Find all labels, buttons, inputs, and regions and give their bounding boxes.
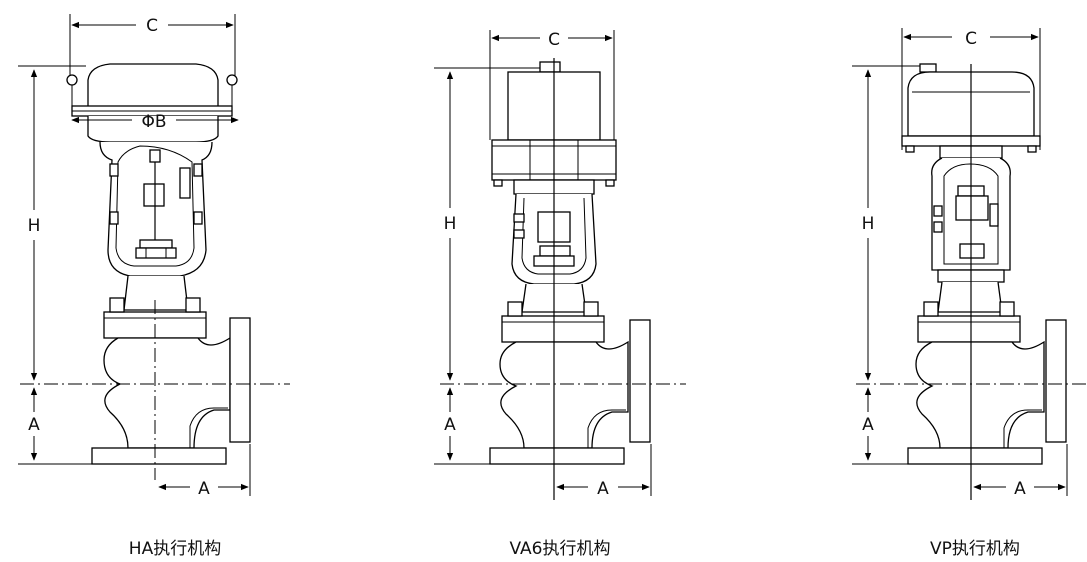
vp-dim-a-horizontal: A	[1014, 479, 1026, 499]
vp-dim-c: C	[965, 29, 977, 49]
ha-caption: HA执行机构	[129, 539, 221, 558]
ha-dim-a-vertical: A	[28, 415, 40, 435]
va6-dim-a-vertical: A	[444, 415, 456, 435]
vp-dim-h: H	[862, 214, 875, 234]
ha-valve-drawing: C ΦB	[18, 14, 290, 559]
vp-valve-drawing: C	[852, 28, 1087, 559]
va6-dim-a-horizontal: A	[597, 479, 609, 499]
va6-dim-h: H	[444, 214, 457, 234]
va6-dim-c: C	[548, 30, 560, 50]
ha-dim-phi-b: ΦB	[141, 112, 166, 132]
vp-caption: VP执行机构	[930, 539, 1020, 558]
ha-dim-a-horizontal: A	[198, 479, 210, 499]
va6-caption: VA6执行机构	[510, 539, 611, 558]
ha-dim-c: C	[146, 16, 158, 36]
vp-dim-a-vertical: A	[862, 415, 874, 435]
va6-valve-drawing: C	[434, 30, 686, 559]
ha-dim-h: H	[28, 216, 41, 236]
